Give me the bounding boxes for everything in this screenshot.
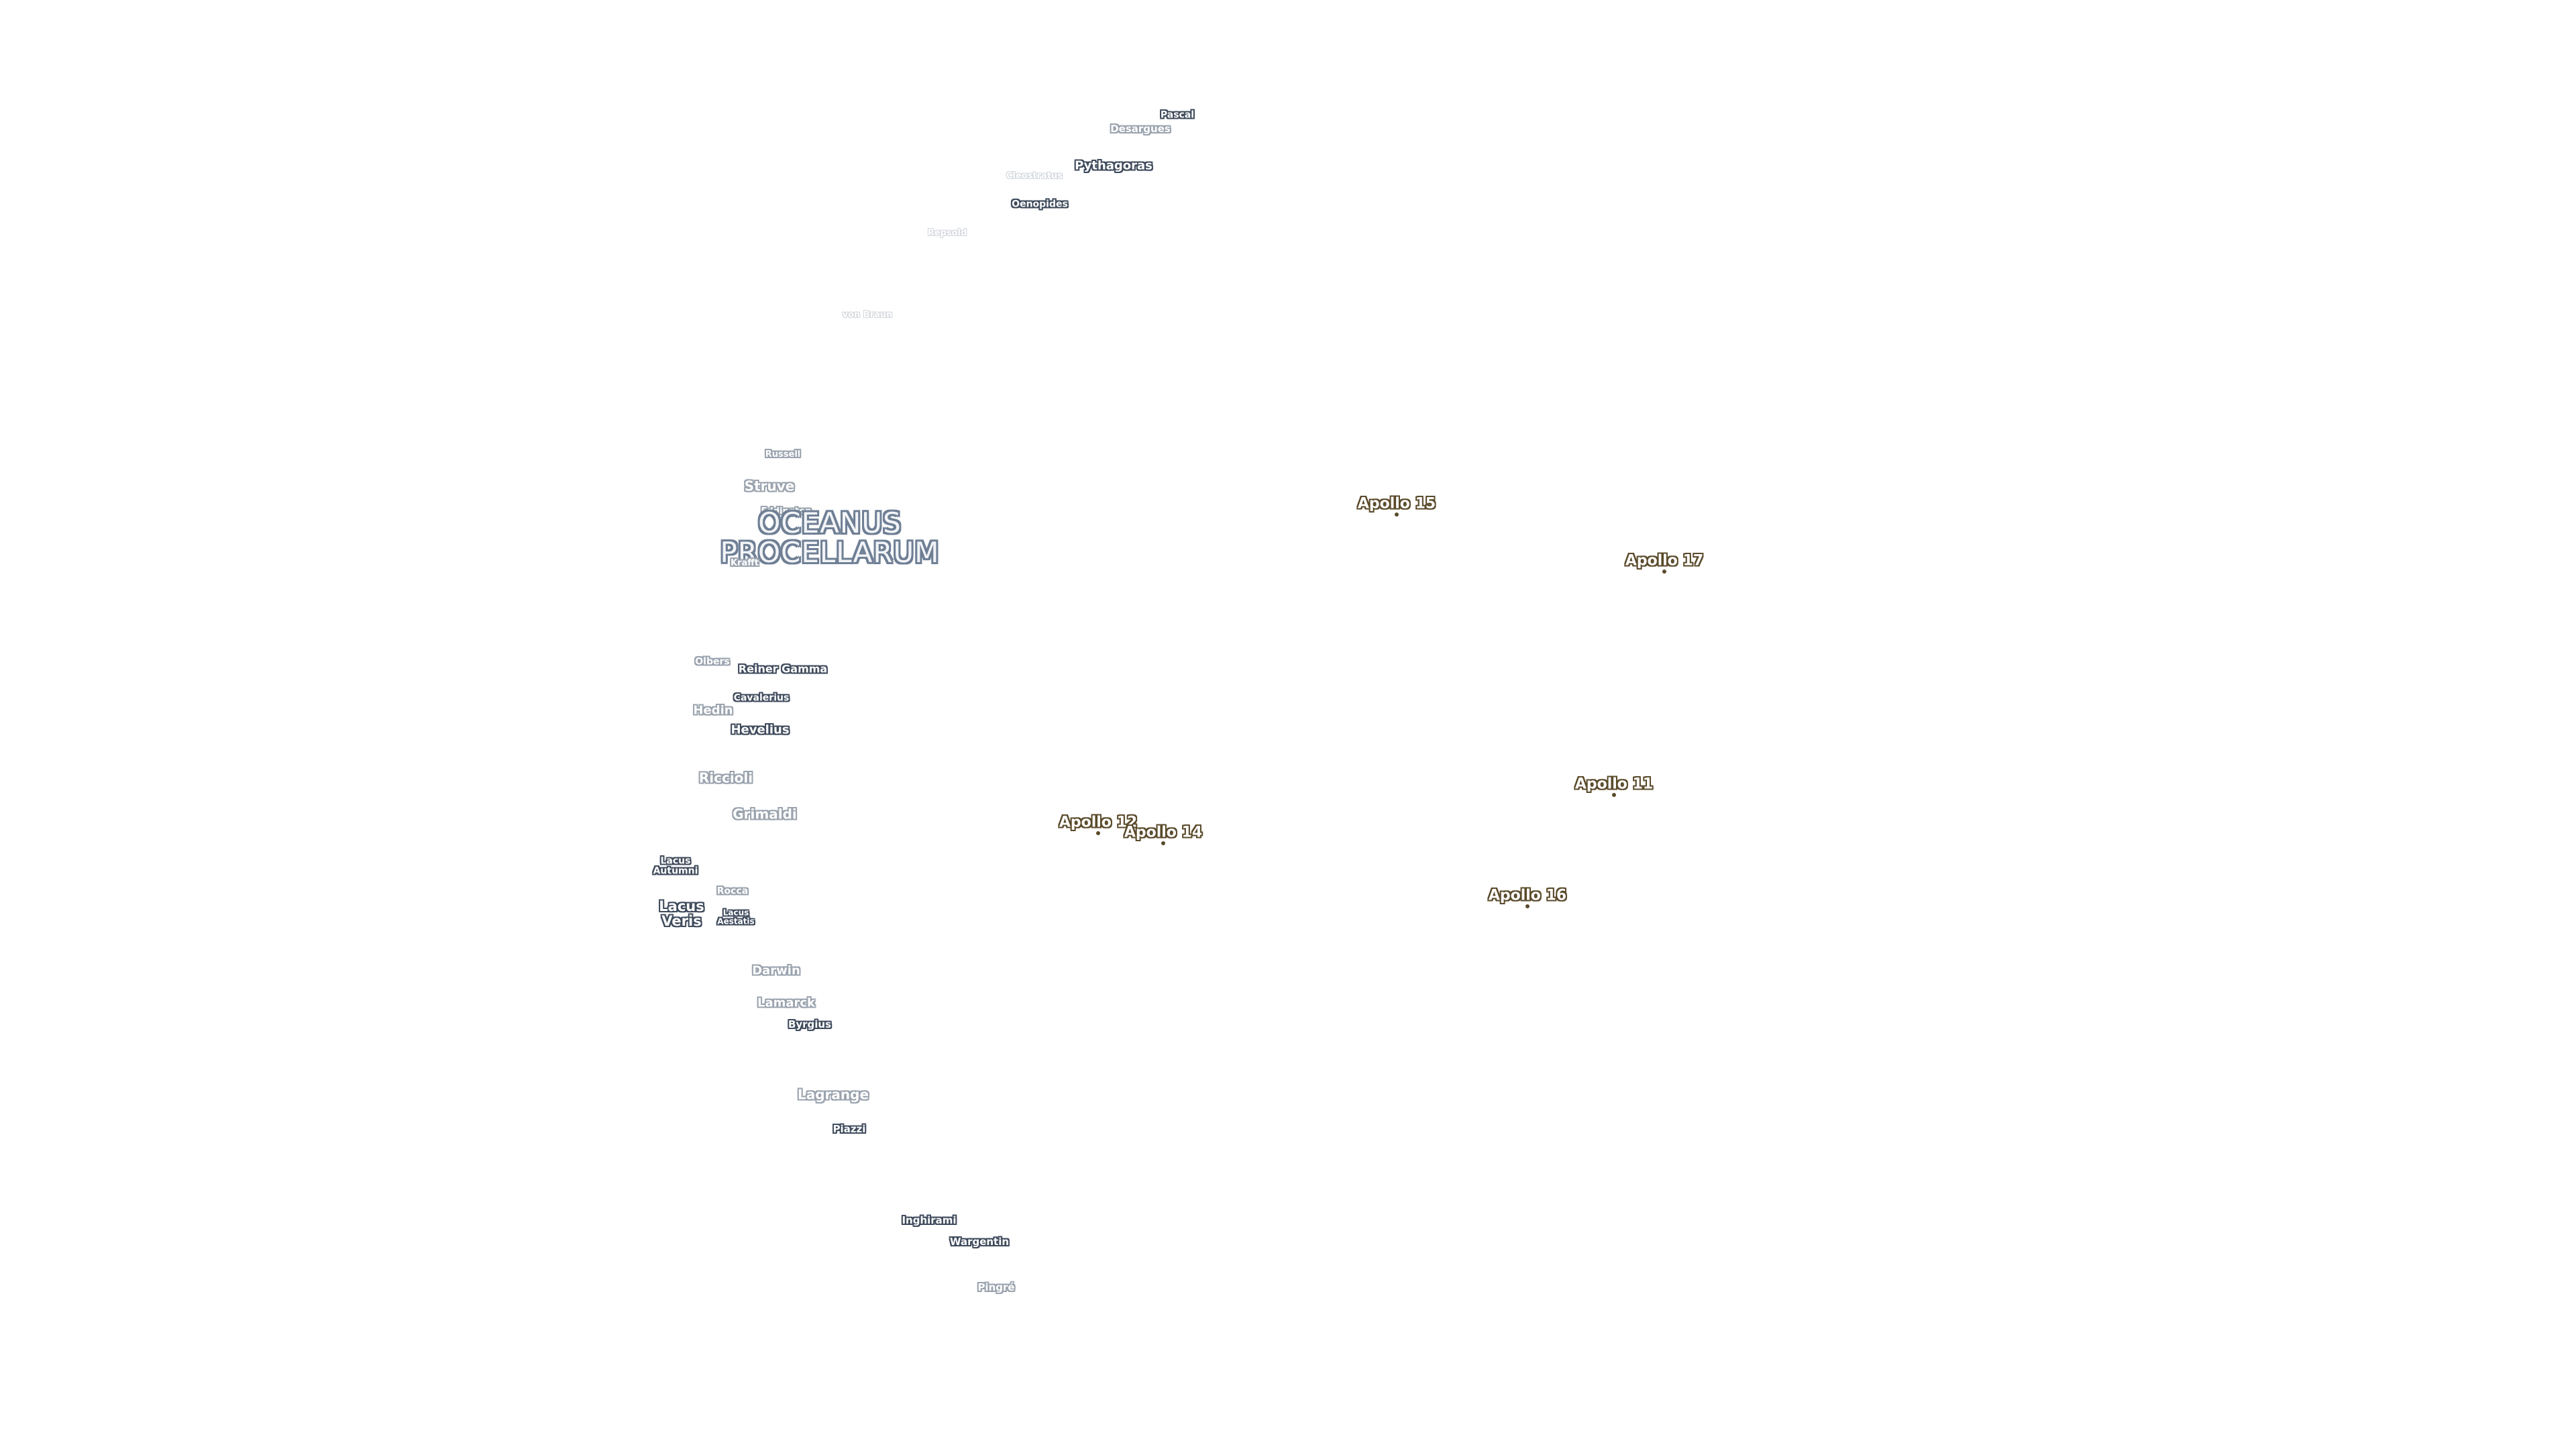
crater-label-inghirami: Inghirami xyxy=(902,1214,957,1227)
crater-label-cleostratus: Cleostratus xyxy=(1006,171,1063,182)
crater-label-riccioli: Riccioli xyxy=(698,769,753,786)
lacus-label-autumni: Lacus Autumni xyxy=(653,856,698,875)
lacus-label-line-1: Lacus xyxy=(659,898,704,914)
crater-label-wargentin: Wargentin xyxy=(949,1236,1010,1248)
lacus-label-line-2: Veris xyxy=(661,913,702,929)
crater-label-byrgius: Byrgius xyxy=(788,1018,832,1031)
lacus-label-line-2: Aestatis xyxy=(717,916,755,926)
crater-label-eddington: Eddington xyxy=(761,506,812,517)
crater-label-olbers: Olbers xyxy=(695,656,730,667)
lacus-label-line-2: Autumni xyxy=(653,865,698,876)
lacus-label-line-1: Lacus xyxy=(722,908,749,918)
landing-site-marker-apollo-14[interactable] xyxy=(1161,841,1165,845)
crater-label-rocca: Rocca xyxy=(716,885,749,897)
crater-label-krafft: Krafft xyxy=(730,558,759,569)
landing-site-label-apollo-17[interactable]: Apollo 17 xyxy=(1625,552,1704,570)
crater-label-darwin: Darwin xyxy=(752,963,800,978)
crater-label-russell: Russell xyxy=(765,449,801,460)
lacus-label-line-1: Lacus xyxy=(660,855,691,867)
landing-site-marker-apollo-15[interactable] xyxy=(1395,513,1399,517)
mare-label-line-2: PROCELLARUM xyxy=(720,536,940,569)
lacus-label-veris: Lacus Veris xyxy=(659,899,704,928)
crater-label-cavalerius: Cavalerius xyxy=(733,692,790,704)
landing-site-marker-apollo-12[interactable] xyxy=(1096,831,1100,835)
lacus-label-aestatis: Lacus Aestatis xyxy=(717,908,754,925)
crater-label-piazzi: Piazzi xyxy=(833,1123,866,1136)
crater-label-von-braun: von Braun xyxy=(842,310,893,321)
mare-label-line-1: OCEANUS xyxy=(758,506,902,539)
crater-label-grimaldi: Grimaldi xyxy=(733,806,797,822)
landing-site-marker-apollo-11[interactable] xyxy=(1612,793,1616,797)
landing-site-label-apollo-16[interactable]: Apollo 16 xyxy=(1488,887,1567,904)
crater-label-oenopides: Oenopides xyxy=(1012,199,1068,210)
crater-label-lamarck: Lamarck xyxy=(757,996,816,1010)
landing-site-label-apollo-14[interactable]: Apollo 14 xyxy=(1124,824,1203,841)
crater-label-repsold: Repsold xyxy=(927,228,967,239)
landing-site-marker-apollo-16[interactable] xyxy=(1525,904,1529,908)
landing-site-marker-apollo-17[interactable] xyxy=(1662,570,1666,574)
crater-label-pascal: Pascal xyxy=(1160,109,1195,121)
landing-site-label-apollo-15[interactable]: Apollo 15 xyxy=(1357,495,1436,513)
crater-label-pythagoras: Pythagoras xyxy=(1075,158,1152,173)
crater-label-desargues: Desargues xyxy=(1110,123,1171,136)
crater-label-hedin: Hedin xyxy=(693,703,733,718)
crater-label-struve: Struve xyxy=(744,478,795,494)
crater-label-hevelius: Hevelius xyxy=(731,722,790,737)
crater-label-lagrange: Lagrange xyxy=(797,1086,869,1103)
feature-label-reiner-gamma: Reiner Gamma xyxy=(738,662,828,676)
landing-site-label-apollo-12[interactable]: Apollo 12 xyxy=(1059,814,1138,831)
mare-label-oceanus-procellarum: OCEANUS PROCELLARUM xyxy=(720,508,939,568)
crater-label-pingre: Pingré xyxy=(977,1281,1015,1294)
landing-site-label-apollo-11[interactable]: Apollo 11 xyxy=(1574,775,1654,793)
